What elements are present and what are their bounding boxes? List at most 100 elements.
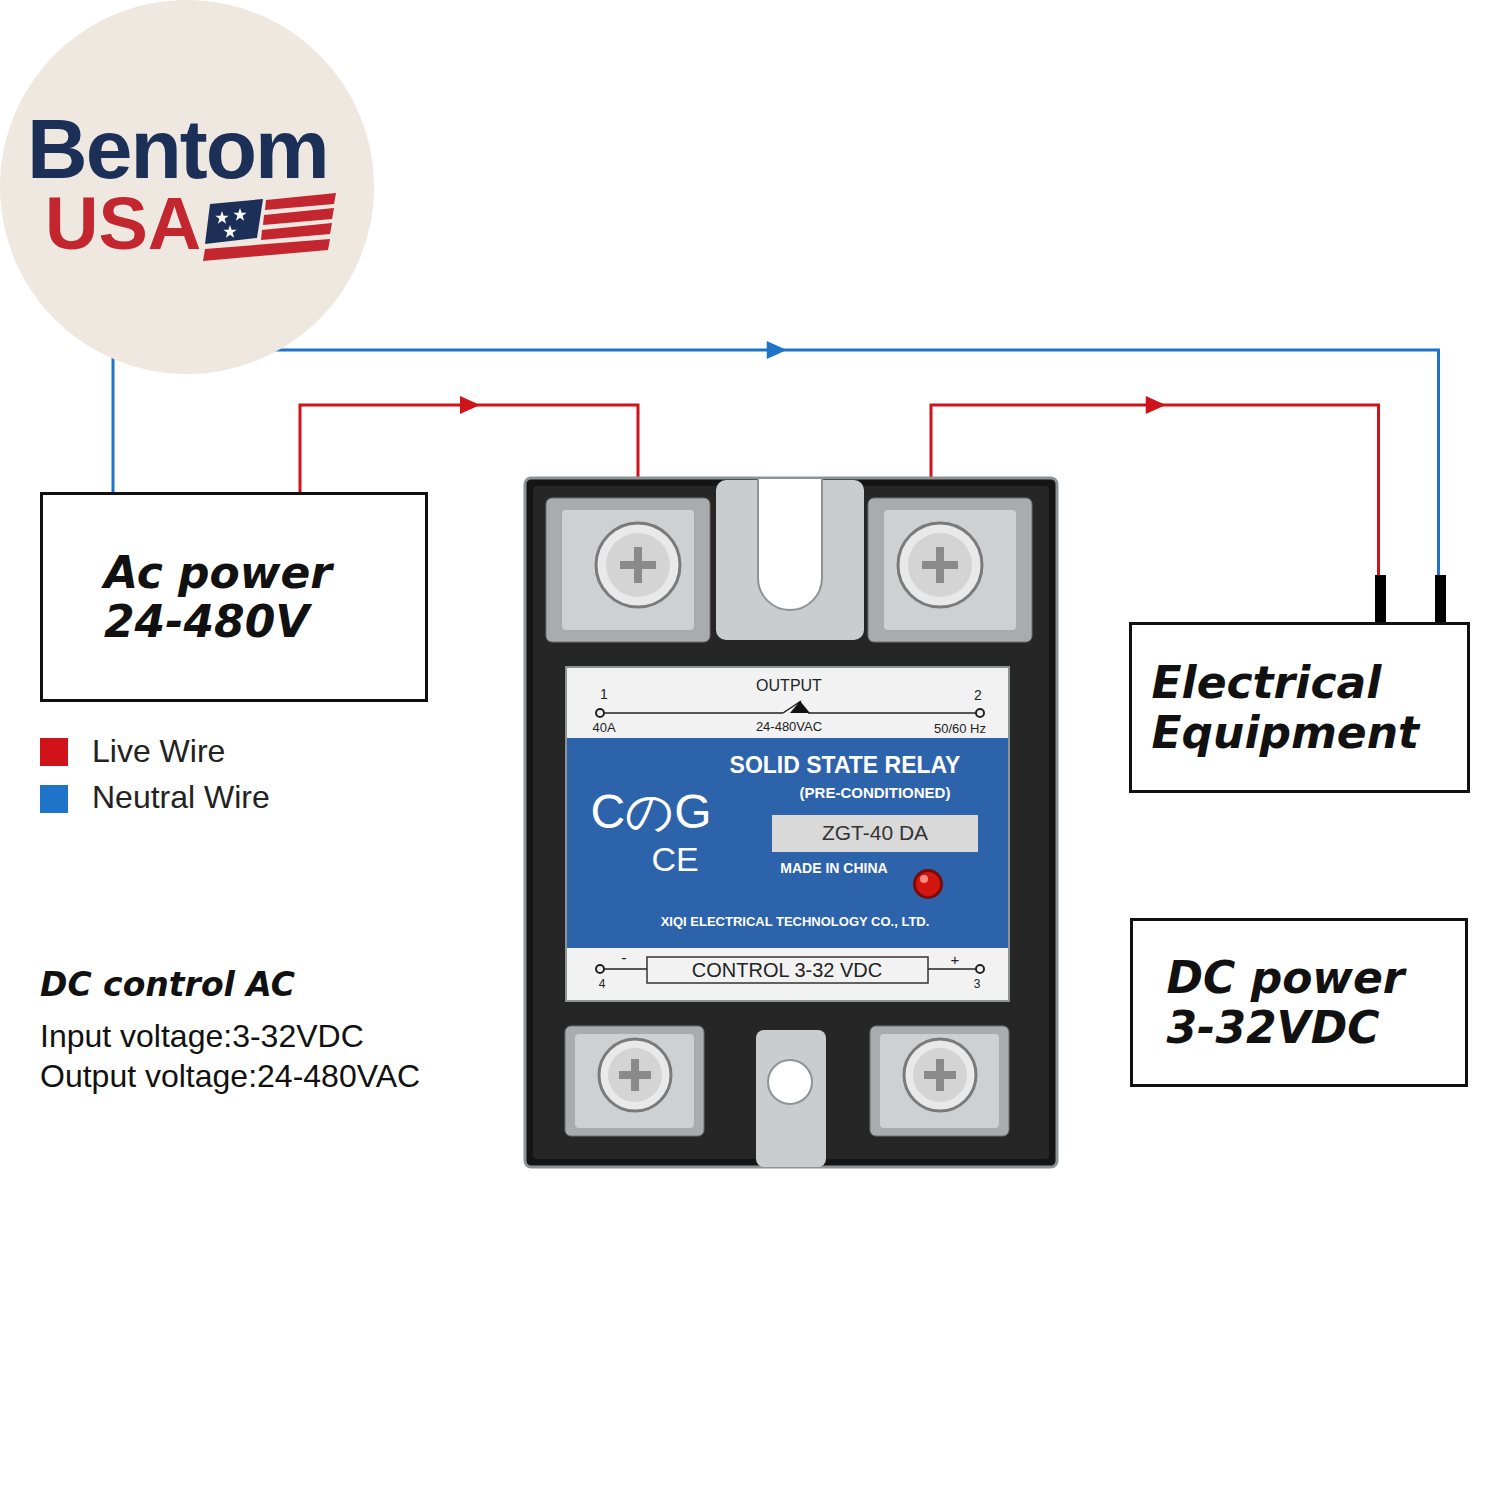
- text-anchor: XIQI ELECTRICAL TECHNOLOGY CO., LTD.: [661, 915, 930, 929]
- text-anchor: Input voltage:3-32VDC: [40, 1019, 364, 1054]
- frequency-rating: 50/60 Hz: [934, 722, 986, 736]
- text-anchor: (PRE-CONDITIONED): [800, 785, 951, 802]
- control-line: [604, 968, 647, 970]
- legend-swatch: [40, 738, 68, 766]
- polarity-sign: +: [951, 952, 960, 969]
- pin-number: 1: [600, 687, 608, 702]
- screw-slot: [922, 547, 958, 583]
- solid-state-relay: 1 OUTPUT 2 40A 24-480VAC 50/60 Hz SOLID STATE …: [527, 480, 1055, 1165]
- text-anchor: 40A: [592, 721, 615, 735]
- text-anchor: CONTROL 3-32 VDC: [692, 959, 882, 981]
- text-anchor: ZGT-40 DA: [822, 821, 928, 844]
- text-anchor: Live Wire: [92, 734, 225, 769]
- plug-prong: [1435, 575, 1446, 623]
- text-anchor: +: [951, 952, 960, 969]
- maker-name: XIQI ELECTRICAL TECHNOLOGY CO., LTD.: [661, 915, 930, 929]
- pin-number: 2: [974, 688, 982, 703]
- flag-stripe: [263, 208, 334, 225]
- legend-text: Neutral Wire: [92, 780, 270, 815]
- voltage-rating: 24-480VAC: [756, 720, 822, 734]
- indicator-led: [913, 869, 943, 899]
- load-box: Electrical Equipment: [1129, 622, 1470, 793]
- text-anchor: 1: [600, 687, 608, 702]
- mounting-slot: [758, 478, 822, 610]
- certification-mark: CE: [651, 841, 698, 878]
- switch-line: [808, 712, 976, 714]
- pin-dot: [596, 709, 604, 717]
- arrow-head: [460, 396, 480, 414]
- legend-swatch: [40, 785, 68, 813]
- switch-line: [604, 712, 783, 714]
- indicator-led: [916, 872, 940, 896]
- text-anchor: Neutral Wire: [92, 780, 270, 815]
- pin-dot: [596, 965, 604, 973]
- text-anchor: Output voltage:24-480VAC: [40, 1059, 420, 1094]
- brand-mark: CのG: [591, 786, 712, 839]
- text-anchor: 24-480VAC: [756, 720, 822, 734]
- control-power-box: DC power 3-32VDC: [1130, 918, 1468, 1087]
- screw-slot: [620, 547, 656, 583]
- control-label: CONTROL 3-32 VDC: [692, 959, 882, 981]
- logo-disc: [0, 0, 374, 374]
- flag-stripe: [203, 239, 330, 261]
- polarity-sign: -: [621, 949, 626, 967]
- terminal-screw: [898, 523, 982, 607]
- text-anchor: 2: [974, 688, 982, 703]
- flag-star: [223, 225, 236, 238]
- text-anchor: 4: [599, 978, 606, 991]
- text-anchor: DC control AC: [40, 967, 295, 1003]
- current-rating: 40A: [592, 721, 615, 735]
- text-anchor: -: [621, 949, 626, 967]
- spec-note: Output voltage:24-480VAC: [40, 1059, 420, 1094]
- brand-logo: BentomUSA: [0, 0, 374, 374]
- terminal-plate: [868, 498, 1032, 642]
- text-anchor: SOLID STATE RELAY: [730, 753, 961, 778]
- control-frame: [647, 957, 928, 983]
- switch-symbol: [790, 701, 810, 713]
- text-anchor: USA: [45, 187, 201, 261]
- model-plate: [772, 815, 978, 852]
- text-anchor: Bentom: [27, 107, 328, 191]
- flag-star: [233, 208, 246, 221]
- product-subtitle: (PRE-CONDITIONED): [800, 785, 951, 802]
- label-blue: [567, 738, 1008, 948]
- output-label: OUTPUT: [756, 677, 822, 695]
- control-line: [928, 968, 976, 970]
- terminal-plate: [546, 498, 710, 642]
- screw-slot: [924, 1059, 956, 1091]
- label-top: [567, 668, 1008, 738]
- relay-housing: [525, 478, 1057, 1167]
- terminal-screw: [606, 533, 670, 597]
- terminal-plate: [880, 1034, 999, 1128]
- pin-number: 3: [974, 978, 981, 991]
- arrow-head: [1146, 396, 1166, 414]
- text-anchor: CのG: [591, 786, 712, 839]
- legend-text: Live Wire: [92, 734, 225, 769]
- spec-note: Input voltage:3-32VDC: [40, 1019, 364, 1054]
- terminal-screw: [608, 1048, 662, 1102]
- box-label: Ac power 24-480V: [104, 548, 364, 647]
- product-title: SOLID STATE RELAY: [730, 753, 961, 778]
- pin-dot: [976, 965, 984, 973]
- model-number: ZGT-40 DA: [822, 821, 928, 844]
- label-bottom: [567, 948, 1008, 1000]
- flag-stripe: [265, 193, 336, 210]
- terminal-screw: [596, 523, 680, 607]
- origin-note: MADE IN CHINA: [780, 861, 887, 876]
- brand-name: Bentom: [27, 107, 328, 191]
- power-source-box: Ac power 24-480V: [40, 492, 428, 702]
- terminal-screw: [913, 1048, 967, 1102]
- text-anchor: 3: [974, 978, 981, 991]
- label-border: [565, 666, 1010, 1002]
- text-anchor: OUTPUT: [756, 677, 822, 695]
- terminal-plate: [870, 1026, 1009, 1136]
- text-anchor: MADE IN CHINA: [780, 861, 887, 876]
- terminal-plate: [562, 510, 694, 630]
- box-label: DC power 3-32VDC: [1167, 953, 1432, 1052]
- terminal-plate: [884, 510, 1016, 630]
- section-heading: DC control AC: [40, 967, 295, 1003]
- pin-dot: [976, 709, 984, 717]
- pin-number: 4: [599, 978, 606, 991]
- flag-stripe: [261, 223, 332, 240]
